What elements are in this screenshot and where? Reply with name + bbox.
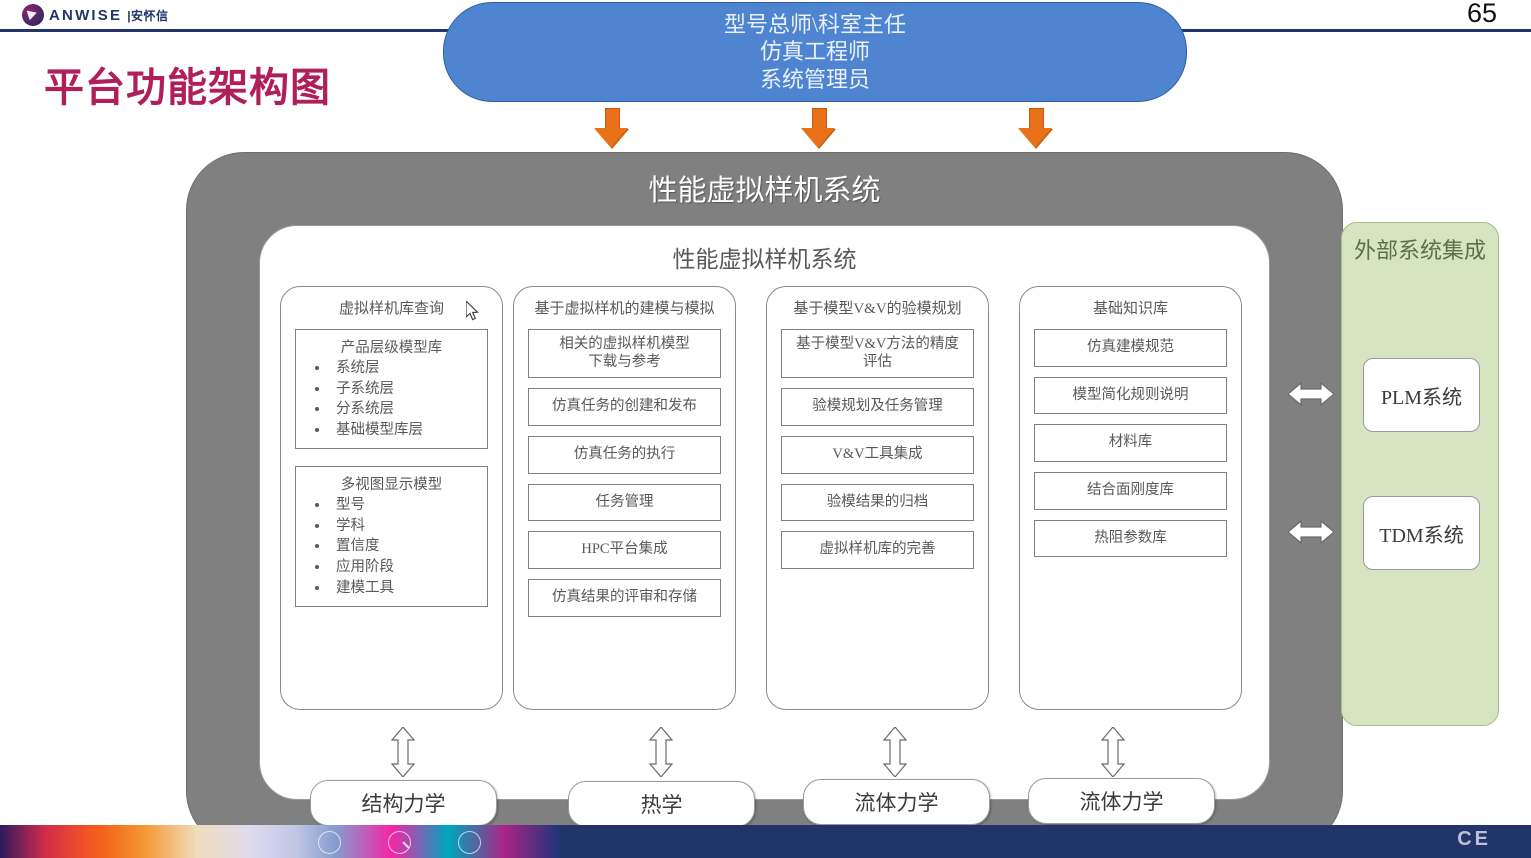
cortana-icon[interactable] [458,831,481,854]
node-box[interactable]: 仿真建模规范 [1034,329,1227,367]
node-box[interactable]: 相关的虚拟样机模型 下载与参考 [528,329,721,379]
inner-panel-title: 性能虚拟样机系统 [672,247,857,272]
double-arrow-horizontal-icon-2 [1288,519,1334,545]
list-item[interactable]: 置信度 [330,536,479,557]
external-panel-title: 外部系统集成 [1353,238,1486,263]
logo-wordmark-cn: |安怀信 [127,8,169,23]
list-item[interactable]: 学科 [330,516,479,537]
double-arrow-horizontal-icon-1 [1288,381,1334,407]
node-box[interactable]: 结合面刚度库 [1034,472,1227,510]
down-arrow-icon-3 [1018,108,1052,148]
taskbar-right-label: CE [1457,828,1491,850]
external-node-plm[interactable]: PLM系统 [1363,358,1480,432]
node-box[interactable]: 模型简化规则说明 [1034,376,1227,415]
column-knowledge-base: 基础知识库 仿真建模规范 模型简化规则说明 材料库 结合面刚度库 热阻参数库 [1019,286,1242,710]
list-item[interactable]: 应用阶段 [330,557,479,578]
inner-panel: 性能虚拟样机系统 虚拟样机库查询 产品层级模型库 系统层 子系统层 分系统层 基… [259,225,1270,800]
page-title: 平台功能架构图 [44,66,331,110]
roles-banner: 型号总师\科室主任 仿真工程师 系统管理员 [443,2,1187,102]
node-box[interactable]: 仿真结果的评审和存储 [528,579,721,617]
anwise-logo-icon [22,4,44,26]
node-box[interactable]: V&V工具集成 [781,436,974,474]
arrow-head [801,128,835,148]
node-box[interactable]: 验模规划及任务管理 [781,388,974,427]
double-arrow-vertical-icon-1 [390,727,416,777]
column-title: 基础知识库 [1092,301,1168,317]
list-item[interactable]: 建模工具 [330,578,479,599]
anwise-logo: ANWISE |安怀信 [22,3,169,27]
group-product-hierarchy-library[interactable]: 产品层级模型库 系统层 子系统层 分系统层 基础模型库层 [295,329,488,450]
column-title: 虚拟样机库查询 [338,301,444,317]
node-box[interactable]: 虚拟样机库的完善 [781,531,974,570]
column-title: 基于虚拟样机的建模与模拟 [534,301,715,317]
page-number: 65 [1466,0,1497,28]
discipline-box-fluid-mechanics-1[interactable]: 流体力学 [803,779,990,825]
browser-icon[interactable] [318,831,341,854]
arrow-shaft [812,108,827,130]
mouse-pointer-icon [465,299,482,323]
list-item[interactable]: 分系统层 [330,399,479,420]
group-title: 产品层级模型库 [340,340,443,356]
search-icon[interactable] [388,831,411,854]
node-box[interactable]: 任务管理 [528,483,721,522]
column-model-library-query: 虚拟样机库查询 产品层级模型库 系统层 子系统层 分系统层 基础模型库层 多视图… [280,286,503,710]
arrow-shaft [605,108,620,130]
role-line-1: 型号总师\科室主任 [723,11,907,37]
column-title: 基于模型V&V的验模规划 [793,301,962,317]
double-arrow-vertical-icon-3 [882,727,908,777]
list-item[interactable]: 型号 [330,495,479,516]
platform-container: 性能虚拟样机系统 性能虚拟样机系统 虚拟样机库查询 产品层级模型库 系统层 子系… [186,152,1343,849]
node-box[interactable]: 仿真任务的执行 [528,436,721,474]
node-box[interactable]: 热阻参数库 [1034,519,1227,558]
group-item-list: 型号 学科 置信度 应用阶段 建模工具 [304,495,479,598]
node-box[interactable]: 基于模型V&V方法的精度 评估 [781,329,974,379]
column-vv-plan: 基于模型V&V的验模规划 基于模型V&V方法的精度 评估 验模规划及任务管理 V… [766,286,989,710]
external-system-integration-panel: 外部系统集成 PLM系统 TDM系统 [1341,222,1499,726]
logo-wordmark: ANWISE [49,6,123,24]
list-item[interactable]: 系统层 [330,358,479,379]
node-box[interactable]: 仿真任务的创建和发布 [528,388,721,427]
down-arrow-icon-2 [801,108,835,148]
double-arrow-vertical-icon-4 [1100,727,1126,777]
external-node-tdm[interactable]: TDM系统 [1363,496,1480,570]
discipline-box-fluid-mechanics-2[interactable]: 流体力学 [1028,778,1215,824]
arrow-head [1018,128,1052,148]
group-title: 多视图显示模型 [340,477,443,494]
double-arrow-vertical-icon-2 [648,727,674,777]
role-line-2: 仿真工程师 [759,39,870,65]
group-multiview-display-model[interactable]: 多视图显示模型 型号 学科 置信度 应用阶段 建模工具 [295,466,488,608]
node-box[interactable]: 材料库 [1034,424,1227,463]
discipline-box-structural-mechanics[interactable]: 结构力学 [310,780,497,826]
list-item[interactable]: 子系统层 [330,379,479,400]
arrow-shaft [1029,108,1044,130]
discipline-box-thermal[interactable]: 热学 [568,781,755,827]
column-modeling-and-simulation: 基于虚拟样机的建模与模拟 相关的虚拟样机模型 下载与参考 仿真任务的创建和发布 … [513,286,736,710]
node-box[interactable]: 验模结果的归档 [781,483,974,522]
desktop-taskbar[interactable]: CE [0,825,1531,858]
group-item-list: 系统层 子系统层 分系统层 基础模型库层 [304,358,479,440]
arrow-head [594,128,628,148]
platform-container-title: 性能虚拟样机系统 [648,175,881,207]
role-line-3: 系统管理员 [759,66,870,92]
list-item[interactable]: 基础模型库层 [330,420,479,441]
node-box[interactable]: HPC平台集成 [528,531,721,570]
down-arrow-icon-1 [594,108,628,148]
